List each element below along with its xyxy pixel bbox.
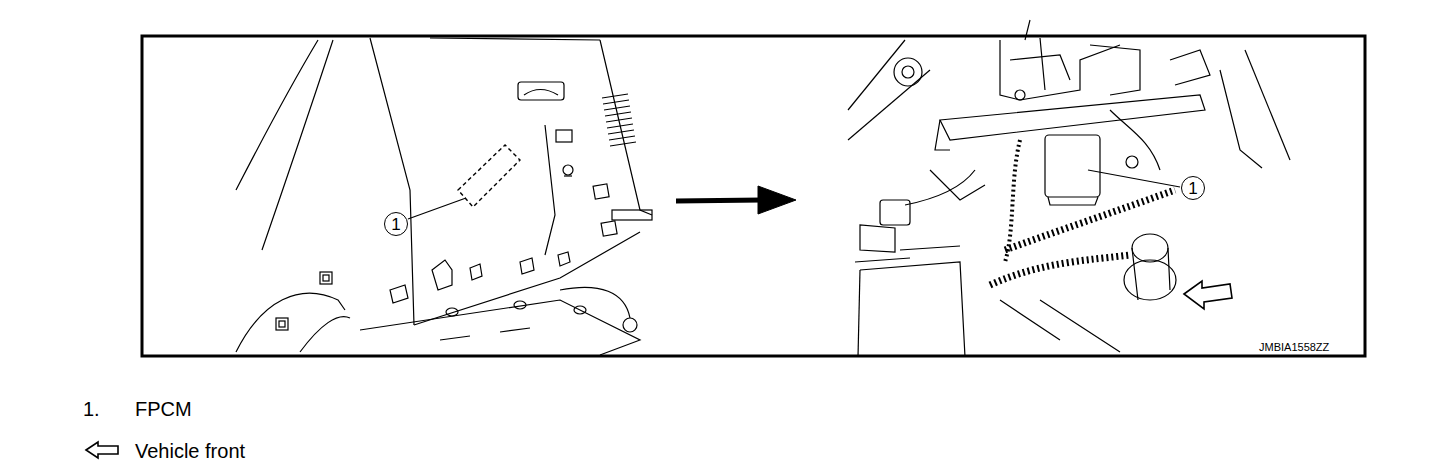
right-panel-sketch: [1126, 156, 1138, 168]
fpcm-hidden-outline: [458, 145, 520, 207]
callout-number: 1: [1181, 176, 1205, 200]
frame: [142, 36, 1365, 356]
left-panel-sketch: [601, 221, 617, 236]
right-panel-sketch: [935, 120, 950, 150]
left-panel-sketch: [414, 232, 640, 325]
right-panel-sketch: [894, 58, 922, 86]
left-panel-sketch: [563, 165, 573, 175]
left-panel-sketch: [470, 264, 482, 280]
left-panel-sketch: [545, 125, 555, 255]
left-panel-sketch: [520, 258, 534, 274]
legend-text: Vehicle front: [135, 441, 245, 461]
left-panel-sketch: [612, 210, 652, 220]
legend-number: 1.: [83, 399, 100, 419]
transition-arrow: [676, 186, 796, 214]
right-panel-sketch: [1220, 70, 1262, 168]
left-panel-sketch: [574, 306, 586, 314]
leader-line: [1088, 170, 1180, 187]
right-panel-sketch: [1110, 110, 1160, 170]
right-panel-sketch: [1132, 248, 1170, 300]
right-panel-sketch: [1000, 40, 1120, 100]
right-panel-sketch: [848, 20, 1290, 357]
leader-line: [408, 170, 1180, 219]
callout-number: 1: [384, 212, 408, 236]
left-panel-sketch: [518, 82, 564, 100]
right-panel-sketch: [880, 200, 910, 225]
left-panel-sketch: [524, 90, 558, 96]
transition-arrow: [676, 200, 762, 201]
left-panel-sketch: [560, 287, 630, 318]
vent-grille: [602, 94, 636, 146]
fpcm-hidden-outline: [458, 145, 520, 207]
right-panel-sketch: [855, 246, 960, 262]
right-panel-sketch: [905, 170, 975, 205]
right-panel-sketch: [1005, 140, 1020, 262]
right-panel-sketch: [940, 95, 1205, 140]
left-panel-sketch: [390, 285, 408, 303]
right-panel-sketch: [860, 225, 895, 252]
right-panel-sketch: [1015, 90, 1025, 100]
right-panel-sketch: [1090, 45, 1140, 95]
left-panel-sketch: [320, 272, 332, 284]
right-panel-sketch: [1132, 234, 1168, 262]
left-panel-sketch: [556, 130, 572, 142]
left-panel-sketch: [279, 321, 285, 327]
left-panel-sketch: [432, 260, 452, 290]
right-panel-sketch: [1124, 260, 1176, 300]
left-panel-sketch: [564, 175, 572, 176]
left-panel-sketch: [236, 38, 652, 355]
left-panel-sketch: [593, 184, 609, 199]
right-panel-sketch: [930, 170, 985, 200]
right-panel-sketch: [848, 70, 930, 140]
left-panel-sketch: [558, 252, 570, 266]
left-panel-sketch: [276, 318, 288, 330]
left-panel-sketch: [430, 38, 600, 40]
vehicle-front-arrow: [86, 442, 118, 458]
left-panel-sketch: [300, 317, 350, 352]
right-panel-sketch: [1048, 197, 1098, 205]
left-panel-sketch: [262, 40, 333, 250]
frame: [142, 36, 1365, 356]
transition-arrow: [758, 186, 796, 214]
right-panel-sketch: [860, 262, 965, 357]
left-panel-sketch: [623, 318, 637, 332]
legend-text: FPCM: [135, 399, 192, 419]
leader-line: [408, 198, 466, 219]
left-panel-sketch: [514, 301, 526, 309]
left-panel-sketch: [236, 40, 318, 190]
right-panel-sketch: [1045, 135, 1100, 197]
vehicle-front-arrow: [1184, 281, 1232, 309]
vehicle-front-arrow: [86, 281, 1232, 458]
left-panel-sketch: [602, 94, 636, 146]
left-panel-sketch: [370, 38, 414, 325]
right-panel-sketch: [858, 270, 860, 357]
right-panel-sketch: [1025, 20, 1030, 40]
right-panel-sketch: [1010, 55, 1070, 80]
right-panel-sketch: [1170, 50, 1210, 85]
figure-code: JMBIA1558ZZ: [1258, 342, 1330, 353]
right-panel-sketch: [1040, 38, 1045, 90]
right-panel-sketch: [990, 255, 1130, 285]
right-panel-sketch: [1000, 300, 1120, 352]
left-panel-sketch: [446, 308, 458, 316]
right-panel-sketch: [1245, 50, 1290, 160]
right-panel-sketch: [1005, 190, 1175, 250]
right-panel-sketch: [848, 40, 905, 110]
left-panel-sketch: [440, 328, 530, 340]
left-panel-sketch: [360, 300, 640, 355]
right-panel-sketch: [902, 66, 914, 78]
left-panel-sketch: [323, 275, 329, 281]
